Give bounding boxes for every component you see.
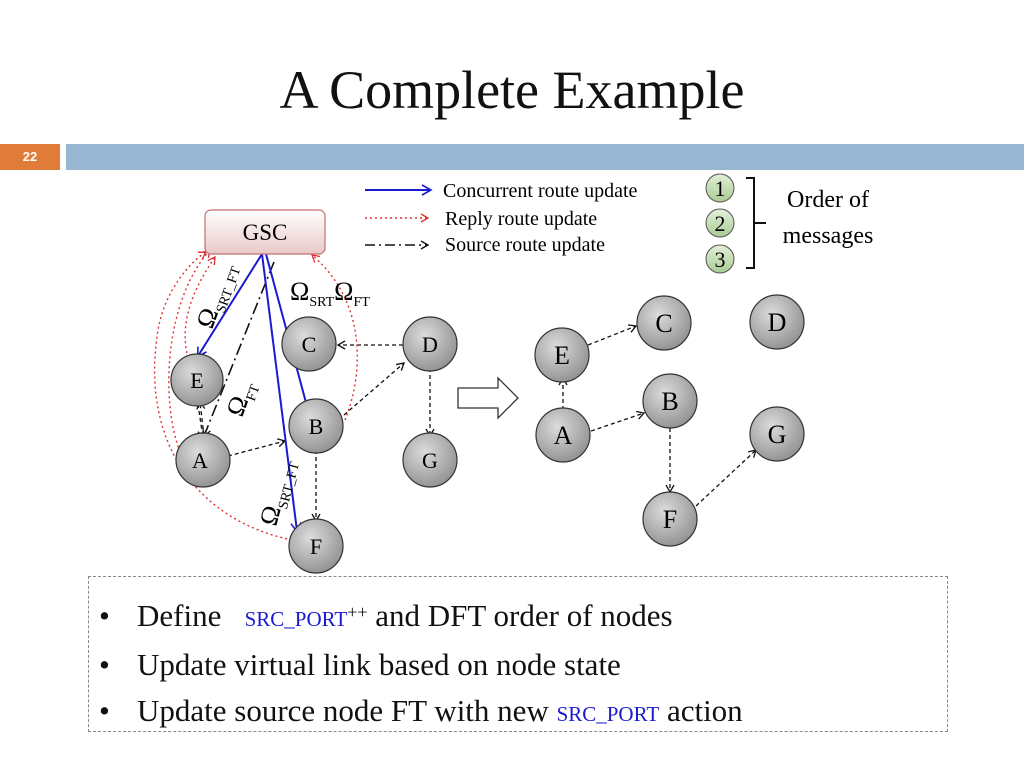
left-node-e: E (170, 353, 224, 407)
right-node-e: E (534, 327, 590, 383)
edge-a-e (196, 400, 206, 437)
edge-b-d (343, 362, 405, 416)
omega-subscript-srt-ft: SRT_FT (276, 460, 303, 511)
bullet-item: • Update virtual link based on node state (99, 642, 947, 688)
right-edge-a-b (590, 410, 646, 432)
left-node-c: C (281, 316, 337, 372)
left-node-a-label: A (192, 448, 208, 473)
omega-labels: ΩSRT_FT ΩSRTΩFT ΩFT ΩSRT_FT (190, 264, 370, 528)
bullet-dot: • (99, 598, 110, 633)
keyword-src-port: src_port++ (244, 602, 368, 631)
edge-reply-a-gsc (168, 249, 211, 453)
legend-concurrent-label: Concurrent route update (443, 180, 637, 202)
left-graph-nodes: C D E B A G F (170, 316, 458, 574)
header-bar (66, 144, 1024, 170)
keyword-src-port-text: src_port (244, 607, 348, 631)
bullet-1-post: and DFT order of nodes (375, 598, 673, 633)
right-node-c-label: C (655, 309, 672, 338)
right-node-a: A (535, 407, 591, 463)
order-badge-1: 1 (705, 173, 735, 203)
right-edge-e-c (587, 324, 638, 346)
right-node-a-label: A (554, 421, 573, 450)
edge-reply-e-gsc (184, 255, 216, 359)
edge-reply-b-gsc (311, 254, 358, 421)
omega-subscript-srt: SRT (309, 295, 334, 310)
edge-e-a (197, 403, 207, 440)
left-node-d: D (402, 316, 458, 372)
slide-title: A Complete Example (279, 60, 745, 120)
right-edge-f-g (695, 449, 757, 507)
omega-symbol: Ω (290, 277, 309, 306)
omega-symbol: Ω (334, 277, 353, 306)
right-node-f-label: F (663, 505, 677, 534)
bullet-item: • Define src_port++ and DFT order of node… (99, 589, 947, 642)
edge-concurrent-gsc-e (196, 253, 263, 359)
left-node-a: A (175, 432, 231, 488)
keyword-src-port: src_port (556, 702, 660, 726)
keyword-superscript: ++ (347, 602, 368, 622)
legend-reply-label: Reply route update (445, 208, 597, 230)
order-badge-2-label: 2 (715, 211, 726, 236)
edge-concurrent-gsc-f (261, 253, 302, 534)
omega-ft-mid: ΩFT (220, 376, 263, 421)
page-number: 22 (0, 144, 60, 170)
legend-source-label: Source route update (445, 234, 605, 256)
right-graph-edges (558, 324, 757, 507)
omega-srt-ft-pair: ΩSRTΩFT (290, 277, 370, 310)
left-node-g-label: G (422, 448, 438, 473)
omega-subscript-ft: FT (244, 382, 264, 403)
bullet-dot: • (99, 647, 110, 682)
order-bracket (746, 177, 766, 269)
left-node-f: F (288, 518, 344, 574)
gsc-controller: GSC (204, 209, 326, 255)
left-node-c-label: C (302, 332, 317, 357)
right-graph-nodes: C D E B A G F (534, 294, 805, 547)
right-node-b-label: B (661, 387, 678, 416)
left-node-b: B (288, 398, 344, 454)
bullet-list: •Define src_port++ and DFT order of node… (88, 576, 948, 732)
order-badge-3-label: 3 (715, 247, 726, 272)
bullet-dot: • (99, 693, 110, 728)
right-node-g: G (749, 406, 805, 462)
order-label-line1: Order of (787, 187, 869, 213)
right-node-e-label: E (554, 341, 570, 370)
left-graph-edges (153, 249, 435, 541)
left-node-e-label: E (190, 368, 203, 393)
order-badge-2: 2 (705, 208, 735, 238)
order-badge-1-label: 1 (715, 176, 726, 201)
right-node-f: F (642, 491, 698, 547)
bullet-3-pre: Update source node FT with new (137, 693, 549, 728)
edge-source-gsc-a (202, 261, 275, 438)
right-node-b: B (642, 373, 698, 429)
order-label-line2: messages (783, 223, 874, 249)
omega-subscript-ft: FT (354, 295, 371, 310)
left-node-b-label: B (309, 414, 324, 439)
transition-arrow (457, 376, 519, 420)
bullet-1-pre: Define (137, 598, 222, 633)
right-node-g-label: G (768, 420, 787, 449)
legend: Concurrent route update Reply route upda… (365, 173, 874, 274)
left-node-g: G (402, 432, 458, 488)
bullet-3-post: action (666, 693, 743, 728)
edge-reply-f-gsc (153, 251, 293, 541)
right-node-d: D (749, 294, 805, 350)
right-node-d-label: D (768, 308, 787, 337)
order-badge-3: 3 (705, 244, 735, 274)
edge-a-b (227, 438, 287, 457)
bullet-item: • Update source node FT with new src_port… (99, 688, 947, 737)
gsc-label: GSC (243, 220, 288, 245)
left-node-d-label: D (422, 332, 438, 357)
right-node-c: C (636, 295, 692, 351)
bullet-2-text: Update virtual link based on node state (137, 647, 621, 682)
left-node-f-label: F (310, 534, 322, 559)
